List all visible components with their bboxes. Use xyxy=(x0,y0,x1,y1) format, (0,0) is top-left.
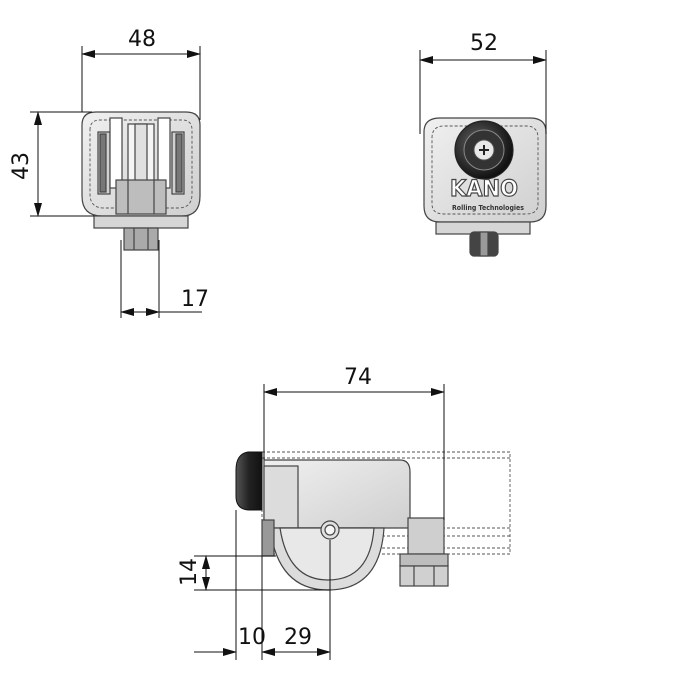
bottom-plate xyxy=(263,465,299,529)
side-nut-stud xyxy=(399,553,449,567)
side-view xyxy=(81,111,201,251)
dimension-label-17: 17 xyxy=(181,287,209,312)
base-plate xyxy=(93,215,189,229)
axle-bolt-inner xyxy=(324,524,336,536)
dimension-label-43: 43 xyxy=(9,152,34,180)
bottom-view xyxy=(235,451,511,591)
dimension-front-width: 52 xyxy=(419,31,547,134)
bracket xyxy=(261,519,275,557)
bolt-nut xyxy=(123,227,159,251)
dimension-label-10: 10 xyxy=(238,625,266,650)
side-nut xyxy=(407,517,445,555)
dimension-bottom-length: 74 xyxy=(263,365,445,520)
fork-right xyxy=(157,117,171,189)
dimension-offsets: 10 29 xyxy=(194,510,331,660)
brand-tagline: Rolling Technologies xyxy=(452,204,524,212)
dimension-top-width: 48 xyxy=(81,27,201,120)
dimension-bolt-width: 17 xyxy=(120,240,209,318)
screw-icon xyxy=(479,145,489,155)
side-plate-right-dark xyxy=(175,133,183,193)
dimension-label-52: 52 xyxy=(470,31,498,56)
dimension-label-74: 74 xyxy=(344,365,372,390)
side-plate-left-dark xyxy=(99,133,107,193)
bottom-view-body xyxy=(263,459,411,529)
side-nut-bottom xyxy=(399,565,449,587)
brand-logo: KANO xyxy=(450,177,518,202)
bumper xyxy=(235,451,263,511)
dimension-label-29: 29 xyxy=(284,625,312,650)
wheel-edge-core xyxy=(134,123,148,183)
fork-left xyxy=(109,117,123,189)
dimension-side-height: 43 xyxy=(9,111,94,217)
side-view-inner-outline xyxy=(89,119,193,209)
front-view: KANO Rolling Technologies xyxy=(423,117,547,257)
dimension-label-14: 14 xyxy=(177,558,202,586)
dimension-label-48: 48 xyxy=(128,27,156,52)
front-view-inner-outline xyxy=(431,125,539,215)
bottom-wheel-inner xyxy=(279,527,375,581)
hex-nut xyxy=(115,179,167,215)
front-bottom-roller-center xyxy=(479,231,489,257)
